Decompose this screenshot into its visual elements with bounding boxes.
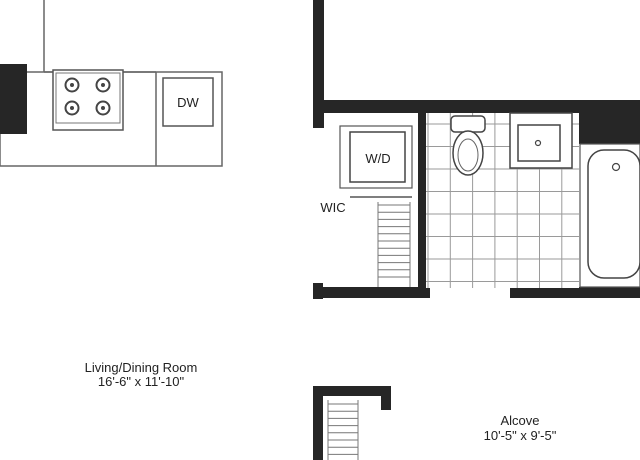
walls bbox=[313, 0, 640, 460]
wall-closet-left bbox=[313, 386, 323, 460]
bathtub-icon bbox=[579, 143, 640, 288]
alcove-name: Alcove bbox=[500, 413, 539, 428]
sink-icon bbox=[509, 112, 573, 169]
closet-label: WIC bbox=[320, 200, 345, 215]
lower-closet-shelf bbox=[327, 400, 359, 460]
bathroom bbox=[426, 112, 640, 288]
washer-dryer: W/D bbox=[339, 125, 413, 189]
wall-vertical-upper bbox=[313, 0, 324, 128]
walk-in-closet: WIC bbox=[320, 196, 412, 287]
alcove-label: Alcove 10'-5" x 9'-5" bbox=[484, 413, 557, 443]
stove-icon bbox=[52, 69, 124, 131]
washer-dryer-label: W/D bbox=[365, 151, 390, 166]
kitchen: DW bbox=[0, 0, 223, 167]
wall-horizontal-upper bbox=[313, 100, 640, 113]
wall-bath-divider bbox=[418, 113, 426, 298]
wall-closet-right-stub bbox=[381, 386, 391, 410]
wall-bath-right-block bbox=[572, 100, 640, 144]
closet-shelf bbox=[377, 202, 411, 287]
living-room-dims: 16'-6" x 11'-10" bbox=[98, 374, 185, 389]
living-room-name: Living/Dining Room bbox=[85, 360, 198, 375]
toilet-icon bbox=[450, 115, 486, 176]
dishwasher-label: DW bbox=[177, 95, 199, 110]
kitchen-wall-block bbox=[0, 64, 27, 134]
wall-horizontal-lower-right bbox=[510, 287, 640, 298]
wall-horizontal-lower-left bbox=[313, 287, 430, 298]
wall-closet-bottom bbox=[313, 386, 391, 396]
alcove-dims: 10'-5" x 9'-5" bbox=[484, 428, 557, 443]
dishwasher-icon: DW bbox=[162, 77, 214, 127]
living-dining-room-label: Living/Dining Room 16'-6" x 11'-10" bbox=[85, 360, 198, 389]
